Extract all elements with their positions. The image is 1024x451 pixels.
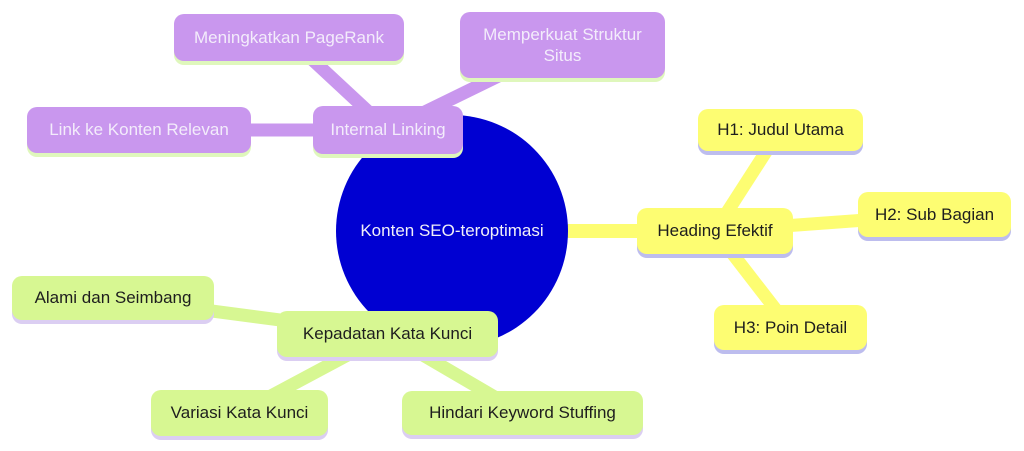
node-h1-judul-utama: H1: Judul Utama [698,109,863,151]
node-kepadatan-kata-kunci-label: Kepadatan Kata Kunci [302,324,473,344]
node-memperkuat-struktur-situs-label: Memperkuat Struktur Situs [483,24,642,65]
node-variasi-kata-kunci: Variasi Kata Kunci [151,390,328,436]
node-h2-sub-bagian-label: H2: Sub Bagian [874,204,995,224]
root-node-label: Konten SEO-teroptimasi [360,221,544,240]
node-h1-judul-utama-label: H1: Judul Utama [717,120,844,140]
node-h3-poin-detail-label: H3: Poin Detail [733,317,848,337]
node-meningkatkan-pagerank: Meningkatkan PageRank [174,14,404,61]
node-alami-dan-seimbang: Alami dan Seimbang [12,276,214,320]
node-link-ke-konten-relevan-label: Link ke Konten Relevan [49,120,229,140]
node-heading-efektif-label: Heading Efektif [657,221,773,241]
node-hindari-keyword-stuffing: Hindari Keyword Stuffing [402,391,643,435]
node-internal-linking-label: Internal Linking [330,120,446,140]
node-link-ke-konten-relevan: Link ke Konten Relevan [27,107,251,153]
node-memperkuat-struktur-situs: Memperkuat Struktur Situs [460,12,665,78]
node-kepadatan-kata-kunci: Kepadatan Kata Kunci [277,311,498,357]
node-meningkatkan-pagerank-label: Meningkatkan PageRank [194,27,384,47]
node-alami-dan-seimbang-label: Alami dan Seimbang [34,288,192,308]
node-heading-efektif: Heading Efektif [637,208,793,254]
node-variasi-kata-kunci-label: Variasi Kata Kunci [170,403,309,423]
node-hindari-keyword-stuffing-label: Hindari Keyword Stuffing [429,403,616,423]
node-h3-poin-detail: H3: Poin Detail [714,305,867,350]
node-h2-sub-bagian: H2: Sub Bagian [858,192,1011,237]
node-internal-linking: Internal Linking [313,106,463,154]
